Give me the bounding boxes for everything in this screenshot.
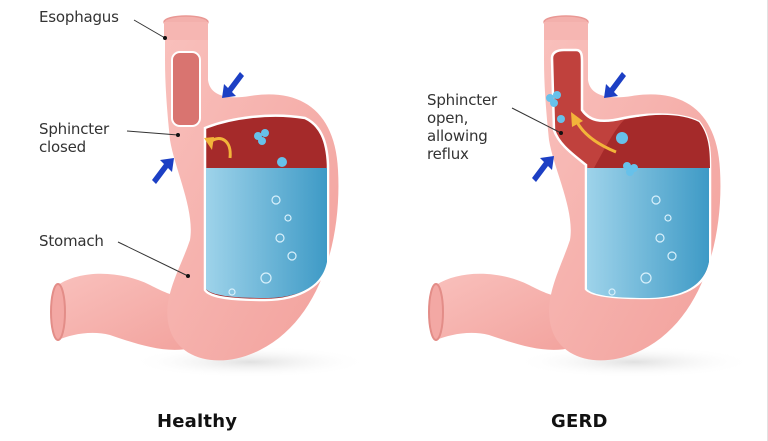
gerd-stomach-illustration xyxy=(428,15,754,378)
healthy-panel: Esophagus Sphincter closed Stomach Healt… xyxy=(39,8,370,432)
healthy-title: Healthy xyxy=(157,411,238,432)
pressure-arrow-icon xyxy=(532,72,626,182)
sphincter-open-label: Sphincter open, allowing reflux xyxy=(427,91,497,163)
gerd-panel: Sphincter open, allowing reflux GERD xyxy=(384,0,768,441)
stomach-label: Stomach xyxy=(39,232,104,250)
esophagus-label: Esophagus xyxy=(39,8,119,26)
healthy-stomach-illustration xyxy=(50,15,370,378)
gerd-title: GERD xyxy=(551,411,608,432)
pressure-arrow-icon xyxy=(152,72,244,184)
sphincter-closed-label: Sphincter closed xyxy=(39,120,109,156)
